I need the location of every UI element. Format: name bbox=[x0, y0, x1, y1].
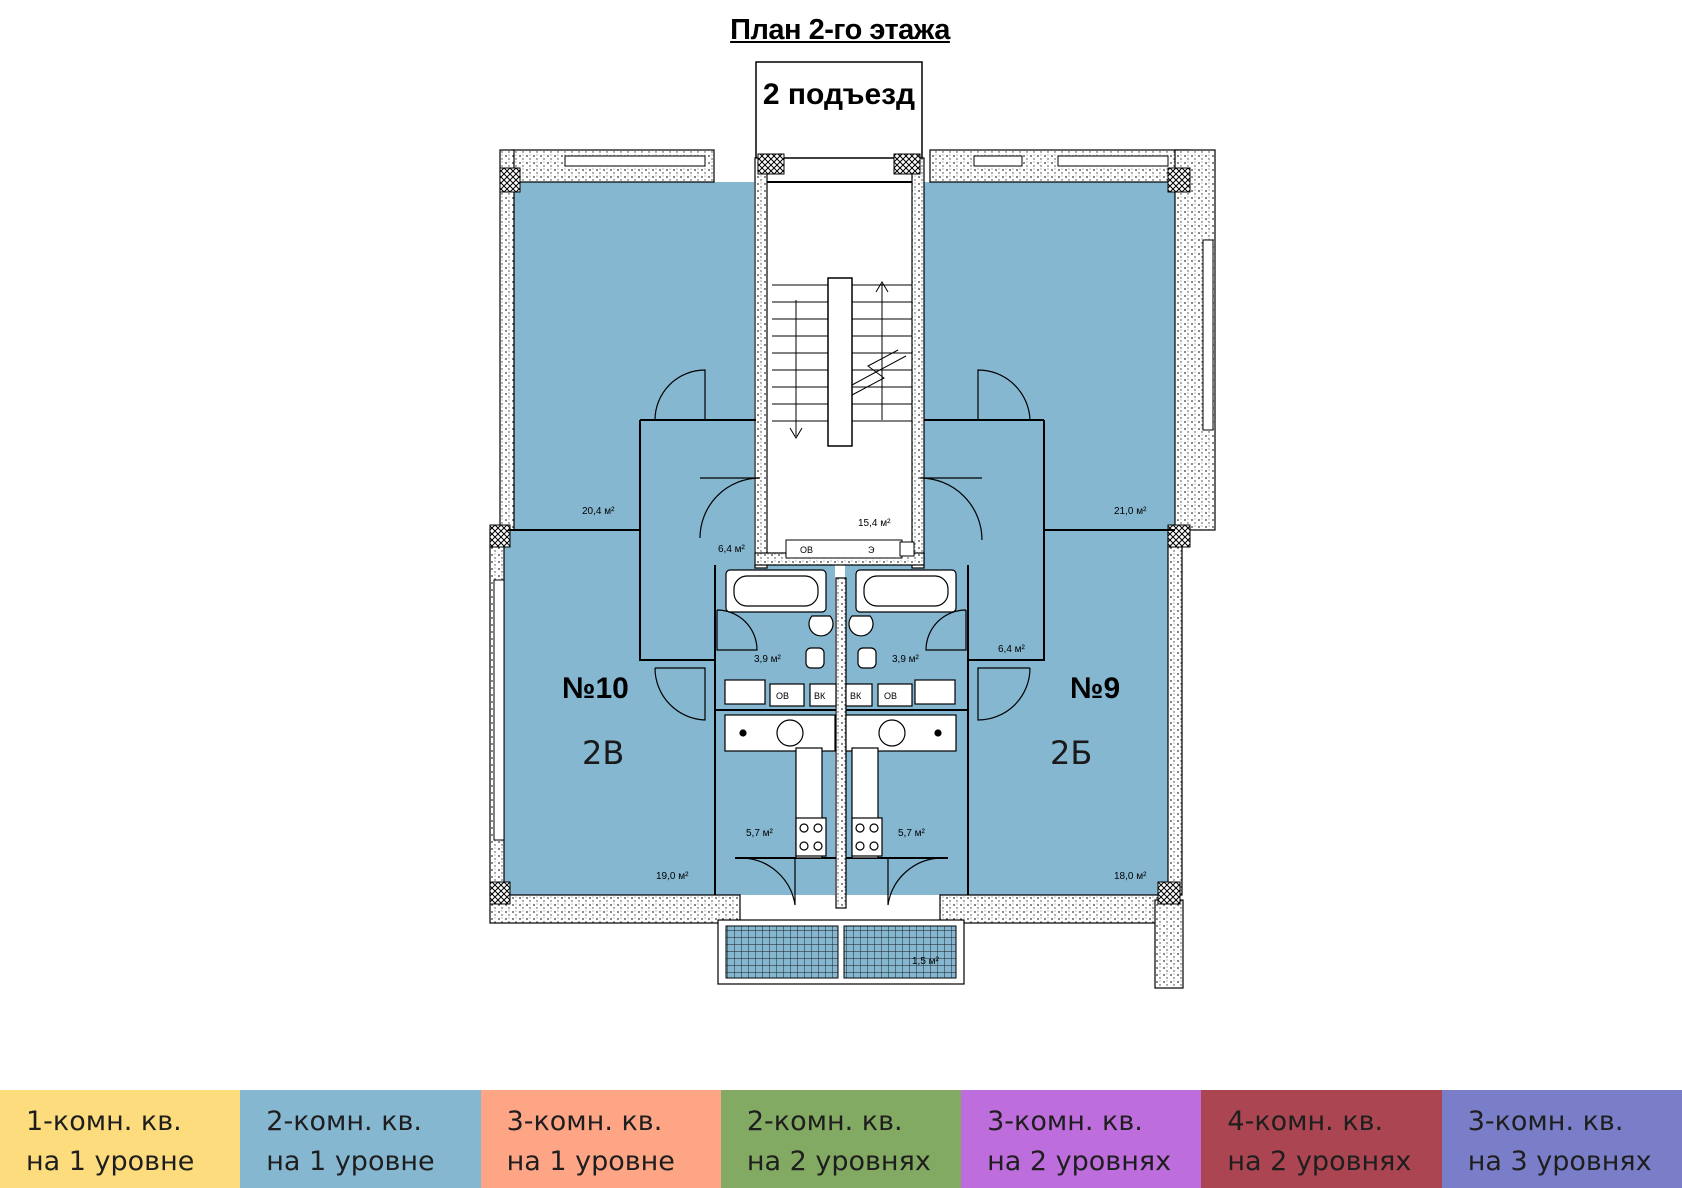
windows bbox=[493, 155, 1214, 841]
area-hall-right: 6,4 м² bbox=[998, 644, 1026, 655]
legend-line1: 2-комн. кв. bbox=[266, 1106, 423, 1137]
bathroom-fixtures bbox=[724, 569, 957, 707]
legend-line2: на 1 уровне bbox=[266, 1146, 435, 1177]
legend-line2: на 3 уровнях bbox=[1467, 1146, 1652, 1177]
legend-item: 2-комн. кв. на 1 уровне bbox=[240, 1090, 481, 1188]
shaft-label-vk-left: ВК bbox=[814, 691, 826, 701]
area-stair-hall: 15,4 м² bbox=[858, 518, 891, 529]
shaft-label-ov-left: ОВ bbox=[776, 691, 789, 701]
shaft-label-ov-right: ОВ bbox=[884, 691, 897, 701]
legend-item: 4-комн. кв. на 2 уровнях bbox=[1201, 1090, 1442, 1188]
shaft-label-ov-top: ОВ bbox=[800, 545, 813, 555]
apartment-number-10: №10 bbox=[562, 672, 629, 705]
area-living-top-right: 21,0 м² bbox=[1114, 506, 1147, 517]
kitchen-fixtures bbox=[724, 714, 957, 859]
legend-item: 2-комн. кв. на 2 уровнях bbox=[720, 1090, 962, 1188]
area-bath-left: 3,9 м² bbox=[754, 654, 782, 665]
legend: 1-комн. кв. на 1 уровне 2-комн. кв. на 1… bbox=[0, 1090, 1682, 1188]
legend-line2: на 1 уровне bbox=[26, 1146, 195, 1177]
legend-line1: 3-комн. кв. bbox=[506, 1106, 663, 1137]
legend-item: 3-комн. кв. на 3 уровнях bbox=[1441, 1090, 1682, 1188]
apartment-9-fill bbox=[845, 182, 1178, 895]
columns bbox=[489, 153, 1191, 905]
area-living-bottom-left: 19,0 м² bbox=[656, 871, 689, 882]
balcony bbox=[717, 919, 965, 985]
floor-plan: ОВ Э ОВ ВК ВК ОВ bbox=[489, 61, 1216, 989]
plan-title: План 2-го этажа bbox=[730, 14, 950, 46]
legend-item: 3-комн. кв. на 2 уровнях bbox=[961, 1090, 1202, 1188]
apartment-type-10: 2В bbox=[582, 734, 624, 772]
legend-line1: 2-комн. кв. bbox=[746, 1106, 903, 1137]
apartment-type-9: 2Б bbox=[1050, 734, 1092, 772]
legend-line2: на 2 уровнях bbox=[746, 1146, 931, 1177]
legend-line2: на 2 уровнях bbox=[987, 1146, 1172, 1177]
legend-line2: на 1 уровне bbox=[506, 1146, 675, 1177]
area-kitchen-left: 5,7 м² bbox=[746, 828, 774, 839]
entrance-label: 2 подъезд bbox=[762, 78, 916, 111]
legend-line1: 3-комн. кв. bbox=[987, 1106, 1143, 1137]
area-living-bottom-right: 18,0 м² bbox=[1114, 871, 1147, 882]
shaft-label-vk-right: ВК bbox=[850, 691, 862, 701]
shaft-label-e: Э bbox=[868, 545, 875, 555]
legend-line2: на 2 уровнях bbox=[1227, 1146, 1412, 1177]
doors bbox=[654, 369, 1031, 906]
staircase bbox=[772, 277, 915, 559]
area-living-top-left: 20,4 м² bbox=[582, 506, 615, 517]
legend-item: 3-комн. кв. на 1 уровне bbox=[480, 1090, 721, 1188]
area-bath-right: 3,9 м² bbox=[892, 654, 920, 665]
legend-line1: 3-комн. кв. bbox=[1467, 1106, 1624, 1137]
area-kitchen-right: 5,7 м² bbox=[898, 828, 926, 839]
entrance-frame bbox=[755, 61, 923, 159]
area-balcony: 1,5 м² bbox=[912, 956, 940, 967]
legend-item: 1-комн. кв. на 1 уровне bbox=[0, 1090, 241, 1188]
legend-line1: 4-комн. кв. bbox=[1227, 1106, 1384, 1137]
legend-line1: 1-комн. кв. bbox=[26, 1106, 182, 1137]
area-hall-left: 6,4 м² bbox=[718, 544, 746, 555]
apartment-number-9: №9 bbox=[1070, 672, 1120, 705]
